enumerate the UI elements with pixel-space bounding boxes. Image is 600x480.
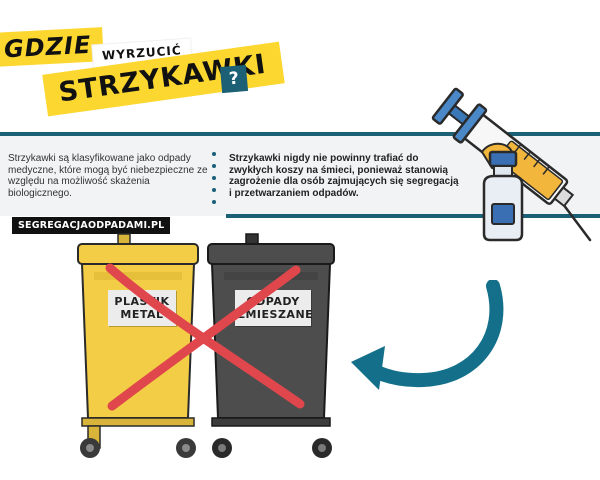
question-mark-badge: ? — [219, 64, 249, 94]
title-gdzie: GDZIE — [0, 27, 105, 67]
bullet-dot — [212, 164, 216, 168]
info-right-text: Strzykawki nigdy nie powinny trafiać do … — [229, 153, 459, 199]
cross-mark-icon — [105, 263, 305, 411]
bin-label-gray-line2: ZMIESZANE — [237, 308, 314, 321]
info-left-text: Strzykawki są klasyfikowane jako odpady … — [8, 153, 208, 199]
website-badge: SEGREGACJAODPADAMI.PL — [12, 217, 171, 234]
band-bottom-line — [226, 214, 600, 218]
syringe-bottle-illustration — [431, 87, 592, 242]
bullet-dot — [212, 152, 216, 156]
medicine-bottle-icon — [482, 150, 524, 242]
bullet-dot — [212, 188, 216, 192]
bullet-dot — [212, 176, 216, 180]
band-top-line — [0, 132, 600, 136]
bullet-dot — [212, 200, 216, 204]
curved-arrow-icon — [351, 280, 504, 390]
bin-label-yellow-line2: METAL — [120, 308, 164, 321]
